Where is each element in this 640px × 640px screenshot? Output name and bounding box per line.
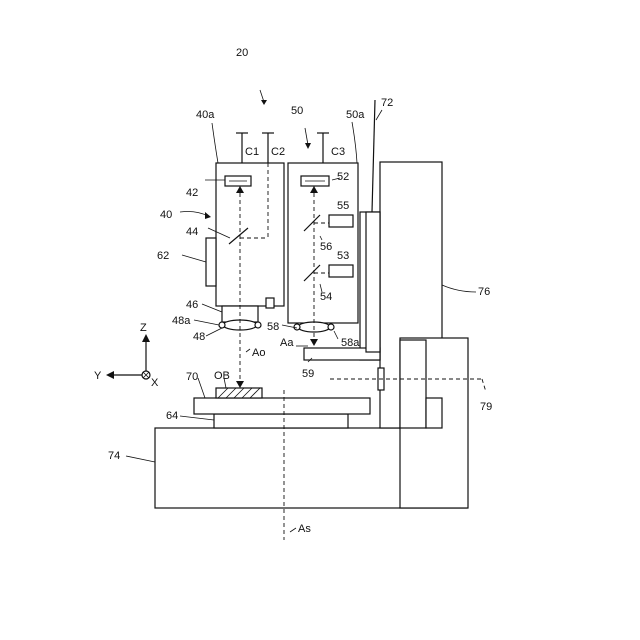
- small-block: [266, 298, 274, 308]
- label-As: As: [298, 523, 311, 535]
- label-48a: 48a: [172, 315, 191, 327]
- label-46: 46: [186, 299, 198, 311]
- label-70: 70: [186, 371, 198, 383]
- column-block: [426, 398, 442, 428]
- label-OB: OB: [214, 370, 230, 382]
- label-59: 59: [302, 368, 314, 380]
- label-58: 58: [267, 321, 279, 333]
- arm-72-right: [366, 212, 380, 352]
- label-Ao: Ao: [252, 347, 265, 359]
- label-44: 44: [186, 226, 198, 238]
- label-50a: 50a: [346, 109, 365, 121]
- label-Aa: Aa: [280, 337, 294, 349]
- component-55: [329, 215, 353, 227]
- label-74: 74: [108, 450, 120, 462]
- label-Y: Y: [94, 370, 102, 382]
- holder-62: [206, 238, 216, 286]
- label-53: 53: [337, 250, 349, 262]
- label-48: 48: [193, 331, 205, 343]
- stage-64: [194, 398, 370, 414]
- label-40: 40: [160, 209, 172, 221]
- label-52: 52: [337, 171, 349, 183]
- label-76: 76: [478, 286, 490, 298]
- label-X: X: [151, 377, 159, 389]
- stage-64-bottom: [214, 414, 348, 428]
- label-72: 72: [381, 97, 393, 109]
- label-42: 42: [186, 187, 198, 199]
- label-Z: Z: [140, 322, 147, 334]
- component-53: [329, 265, 353, 277]
- label-54: 54: [320, 291, 332, 303]
- label-62: 62: [157, 250, 169, 262]
- label-55: 55: [337, 200, 349, 212]
- label-C2: C2: [271, 146, 285, 158]
- label-C1: C1: [245, 146, 259, 158]
- label-C3: C3: [331, 146, 345, 158]
- label-58a: 58a: [341, 337, 360, 349]
- label-64: 64: [166, 410, 178, 422]
- label-20: 20: [236, 47, 248, 59]
- label-56: 56: [320, 241, 332, 253]
- label-50: 50: [291, 105, 303, 117]
- column-inner: [400, 340, 426, 428]
- label-40a: 40a: [196, 109, 215, 121]
- label-79: 79: [480, 401, 492, 413]
